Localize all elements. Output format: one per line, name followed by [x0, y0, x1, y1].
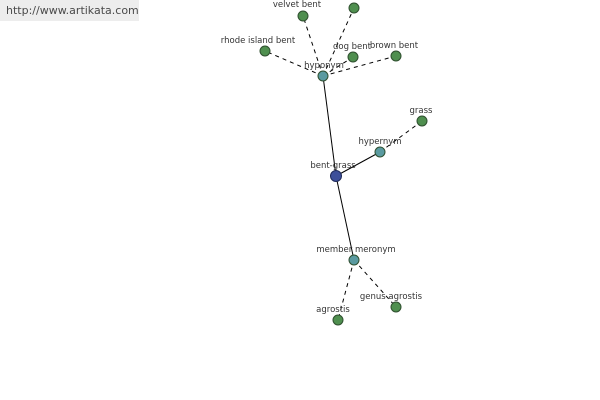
source-banner: http://www.artikata.com	[0, 0, 139, 21]
label-genus-agrostis: genus agrostis	[360, 292, 423, 302]
label-bent-grass: bent-grass	[310, 161, 356, 171]
edge-center-hyponym	[322, 75, 337, 177]
edge-meronym-genus-agrostis	[353, 259, 397, 308]
node-hypernym[interactable]	[374, 146, 386, 158]
edge-hyponym-dog-bent	[322, 56, 354, 77]
edge-hypernym-grass	[379, 120, 423, 153]
label-velvet-bent: velvet bent	[273, 0, 322, 10]
label-member-meronym: member meronym	[316, 245, 395, 255]
source-link[interactable]: http://www.artikata.com	[6, 4, 139, 17]
label-brown-bent: brown bent	[370, 41, 419, 51]
node-bent-grass[interactable]	[330, 170, 342, 182]
label-grass: grass	[410, 106, 434, 116]
node-rhode-island-bent[interactable]	[259, 45, 271, 57]
node-member-meronym[interactable]	[348, 254, 360, 266]
label-rhode-island-bent: rhode island bent	[221, 36, 296, 46]
node-brown-bent[interactable]	[390, 50, 402, 62]
node-velvet-bent[interactable]	[297, 10, 309, 22]
edge-meronym-agrostis	[337, 259, 355, 321]
label-agrostis: agrostis	[316, 305, 350, 315]
node-genus-agrostis[interactable]	[390, 301, 402, 313]
node-grass[interactable]	[416, 115, 428, 127]
label-hyponym: hyponym	[304, 61, 344, 71]
edge-center-member-meronym	[335, 175, 355, 261]
node-hyponym-top-cut[interactable]	[348, 2, 360, 14]
label-hypernym: hypernym	[358, 137, 401, 147]
node-hyponym[interactable]	[317, 70, 329, 82]
edge-hyponym-velvet-bent	[302, 15, 324, 77]
edge-center-hypernym	[335, 151, 381, 177]
label-dog-bent: dog bent	[333, 42, 372, 52]
node-dog-bent[interactable]	[347, 51, 359, 63]
edge-hyponym-rhode-island-bent	[264, 50, 324, 77]
node-agrostis[interactable]	[332, 314, 344, 326]
